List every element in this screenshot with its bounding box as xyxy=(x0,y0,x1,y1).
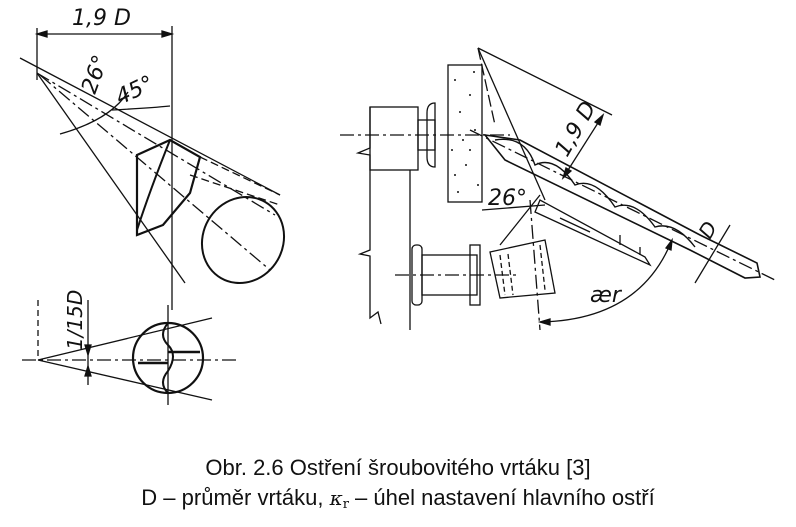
kappa-letter: κ xyxy=(329,486,343,510)
kappa-symbol: κr xyxy=(329,486,349,512)
angle-26-right-label: 26° xyxy=(488,186,527,211)
right-grinding-setup-view: 1,9 D 26° D ær xyxy=(340,47,776,331)
caption-kappa-definition: – úhel nastavení hlavního ostří xyxy=(348,485,655,510)
angle-45-label: 45° xyxy=(112,71,158,110)
drill-cross-section: 1/15D xyxy=(22,290,236,405)
dim-d-label: D xyxy=(694,217,722,242)
figure-caption-legend: D – průměr vrtáku, κr – úhel nastavení h… xyxy=(0,485,796,512)
angle-26-label: 26° xyxy=(77,52,114,97)
dim-1-15d-label: 1/15D xyxy=(63,290,87,350)
caption-d-definition: D – průměr vrtáku, xyxy=(141,485,330,510)
kappa-r-label: ær xyxy=(590,283,623,308)
kappa-subscript: r xyxy=(342,497,349,512)
left-drill-cone-view: 1,9 D 26° 45° 1/15D xyxy=(19,6,286,405)
figure-caption-title: Obr. 2.6 Ostření šroubovitého vrtáku [3] xyxy=(205,455,591,480)
dim-1-9d-label: 1,9 D xyxy=(72,6,131,31)
drill-sharpening-drawing: 1,9 D 26° 45° 1/15D xyxy=(19,6,776,405)
